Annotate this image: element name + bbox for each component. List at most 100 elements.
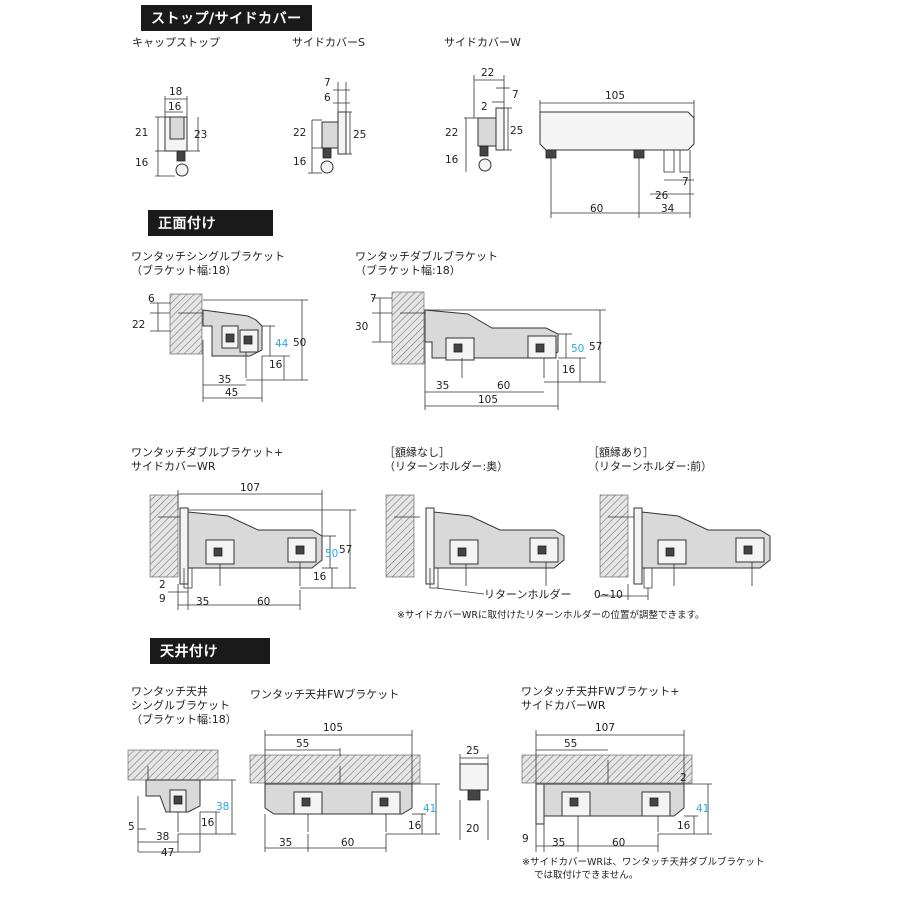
label-line: （リターンホルダー:奥） xyxy=(384,460,509,473)
ceiling-single-drawing xyxy=(127,749,236,853)
dim-wr-107: 107 xyxy=(240,482,260,494)
dim-fwr-35: 35 xyxy=(552,837,565,849)
dim-single-16: 16 xyxy=(269,359,283,371)
label-line: ワンタッチ天井 xyxy=(131,685,208,698)
dim-fw-60: 60 xyxy=(341,837,354,849)
dim-w-60: 60 xyxy=(590,203,603,215)
dim-single-44: 44 xyxy=(275,338,289,350)
label-ceiling-fw-wr: ワンタッチ天井FWブラケット+ サイドカバーWR xyxy=(521,685,679,713)
side-cover-w-drawing xyxy=(464,75,695,218)
dim-double-7: 7 xyxy=(370,293,377,305)
note-line: では取付けできません。 xyxy=(534,870,639,881)
dim-wr-9: 9 xyxy=(159,593,166,605)
dim-double-35: 35 xyxy=(436,380,449,392)
dim-single-35: 35 xyxy=(218,374,231,386)
no-frame-drawing xyxy=(385,494,565,595)
label-line: サイドカバーWR xyxy=(131,460,216,473)
label-line: ワンタッチダブルブラケット xyxy=(355,250,498,263)
dim-single-22: 22 xyxy=(132,319,145,331)
dim-single-50: 50 xyxy=(293,337,306,349)
label-cap-stop: キャップストップ xyxy=(132,36,220,49)
dim-w-16: 16 xyxy=(445,154,459,166)
dim-double-50: 50 xyxy=(571,343,584,355)
dim-fwr-41: 41 xyxy=(696,803,709,815)
label-ceiling-single: ワンタッチ天井 シングルブラケット （ブラケット幅:18） xyxy=(131,685,237,727)
frame-drawing xyxy=(598,494,771,600)
dim-w-105: 105 xyxy=(605,90,625,102)
section-header-ceiling: 天井付け xyxy=(150,638,270,664)
label-no-frame: ［額縁なし］ （リターンホルダー:奥） xyxy=(384,446,508,474)
dim-double-30: 30 xyxy=(355,321,368,333)
dim-w-22: 22 xyxy=(481,67,494,79)
dim-double-60: 60 xyxy=(497,380,510,392)
label-line: ［額縁あり］ xyxy=(588,446,654,459)
dim-fwr-60: 60 xyxy=(612,837,625,849)
side-cover-s-drawing xyxy=(308,82,352,174)
label-line: ［額縁なし］ xyxy=(384,446,450,459)
dim-s-7: 7 xyxy=(324,77,331,89)
dim-fw-35: 35 xyxy=(279,837,292,849)
dim-cs-38: 38 xyxy=(216,801,229,813)
dim-double-105: 105 xyxy=(478,394,498,406)
dim-fw-16: 16 xyxy=(408,820,422,832)
label-line: ワンタッチシングルブラケット xyxy=(131,250,285,263)
dim-fwr-2: 2 xyxy=(680,772,687,784)
label-line: （ブラケット幅:18） xyxy=(131,713,237,726)
single-bracket-drawing xyxy=(150,293,308,402)
dim-cs-38b: 38 xyxy=(156,831,169,843)
dim-cap-23: 23 xyxy=(194,129,207,141)
dim-fw-105: 105 xyxy=(323,722,343,734)
dim-single-6: 6 xyxy=(148,293,155,305)
label-side-cover-s: サイドカバーS xyxy=(292,36,365,49)
dim-wr-16: 16 xyxy=(313,571,327,583)
note-line: ※サイドカバーWRは、ワンタッチ天井ダブルブラケット xyxy=(522,857,765,868)
label-frame: ［額縁あり］ （リターンホルダー:前） xyxy=(588,446,712,474)
dim-cs-16: 16 xyxy=(201,817,215,829)
label-line: （リターンホルダー:前） xyxy=(588,460,713,473)
dim-s-6: 6 xyxy=(324,92,331,104)
label-line: （ブラケット幅:18） xyxy=(355,264,461,277)
dim-wr-50: 50 xyxy=(325,548,338,560)
double-bracket-drawing xyxy=(372,291,606,410)
dim-cap2-20: 20 xyxy=(466,823,479,835)
section-header-front: 正面付け xyxy=(148,210,273,236)
dim-w-7b: 7 xyxy=(682,176,689,188)
dim-wr-35: 35 xyxy=(196,596,209,608)
dim-fw-41: 41 xyxy=(423,803,436,815)
ceiling-fw-wr-drawing xyxy=(521,730,712,852)
dim-cs-47: 47 xyxy=(161,847,174,859)
cap-stop-drawing xyxy=(155,96,200,177)
label-side-cover-w: サイドカバーW xyxy=(444,36,521,49)
ceiling-fw-drawing xyxy=(249,730,440,852)
dim-w-26: 26 xyxy=(655,190,669,202)
dim-w-25: 25 xyxy=(510,125,523,137)
dim-double-16: 16 xyxy=(562,364,576,376)
label-line: サイドカバーWR xyxy=(521,699,606,712)
dim-fw-55: 55 xyxy=(296,738,309,750)
label-double-wr: ワンタッチダブルブラケット+ サイドカバーWR xyxy=(131,446,283,474)
section-header-stop: ストップ/サイドカバー xyxy=(141,5,312,31)
dim-s-22: 22 xyxy=(293,127,306,139)
dim-w-7: 7 xyxy=(512,89,519,101)
dim-cap-21: 21 xyxy=(135,127,148,139)
dim-cap-16: 16 xyxy=(168,101,182,113)
label-line: ワンタッチ天井FWブラケット+ xyxy=(521,685,680,698)
note-ceiling: ※サイドカバーWRは、ワンタッチ天井ダブルブラケット では取付けできません。 xyxy=(522,856,764,882)
dim-cap-18: 18 xyxy=(169,86,182,98)
label-line: ワンタッチダブルブラケット+ xyxy=(131,446,284,459)
double-wr-drawing xyxy=(149,490,356,610)
label-return-holder: リターンホルダー xyxy=(484,588,572,601)
dim-wr-2: 2 xyxy=(159,579,166,591)
dim-fwr-55: 55 xyxy=(564,738,577,750)
ceiling-cap-drawing xyxy=(459,754,489,840)
label-line: （ブラケット幅:18） xyxy=(131,264,237,277)
dim-w-2: 2 xyxy=(481,101,488,113)
dim-cap-16b: 16 xyxy=(135,157,149,169)
dim-wr-57: 57 xyxy=(339,544,352,556)
label-single-bracket: ワンタッチシングルブラケット （ブラケット幅:18） xyxy=(131,250,285,278)
dim-wr-60: 60 xyxy=(257,596,270,608)
dim-cap2-25: 25 xyxy=(466,745,479,757)
dim-s-16: 16 xyxy=(293,156,307,168)
dim-double-57: 57 xyxy=(589,341,602,353)
